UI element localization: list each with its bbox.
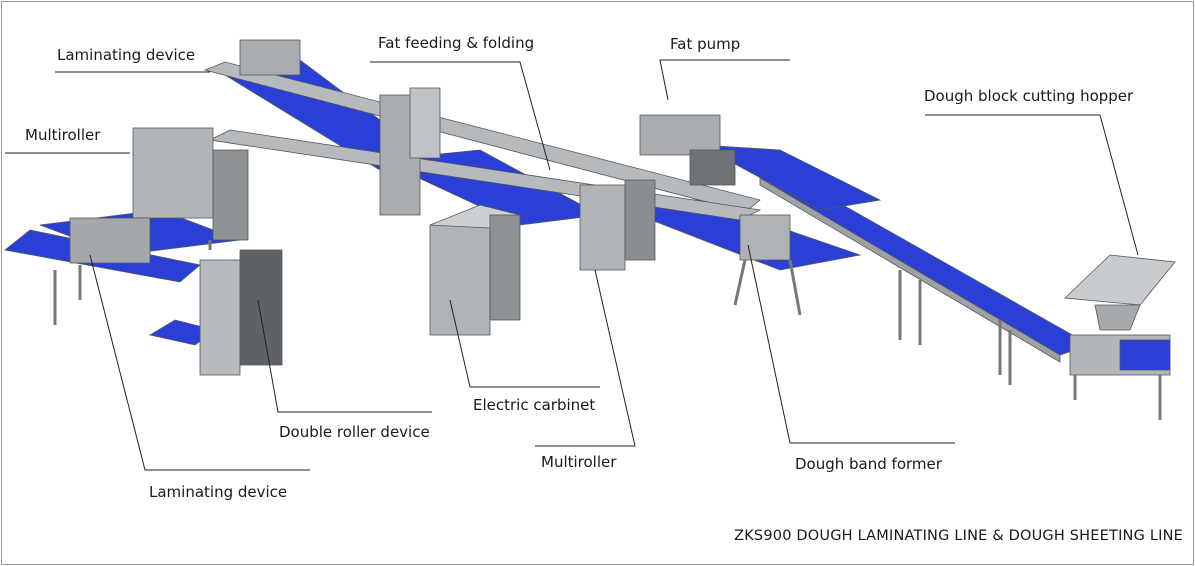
machinery bbox=[4, 39, 1176, 420]
leader-fat-feeding bbox=[370, 61, 551, 171]
leader-fat-pump bbox=[659, 59, 790, 101]
label-fat-pump: Fat pump bbox=[670, 35, 741, 53]
label-laminating-device-bottom: Laminating device bbox=[149, 483, 288, 501]
leader-double-roller bbox=[257, 299, 432, 413]
label-fat-feeding-folding: Fat feeding & folding bbox=[378, 34, 535, 52]
double-roller-box bbox=[199, 259, 241, 376]
label-electric-cabinet: Electric carbinet bbox=[473, 396, 596, 414]
label-dough-block-cutting-hopper: Dough block cutting hopper bbox=[924, 87, 1134, 105]
leader-hopper bbox=[925, 114, 1139, 256]
label-multiroller-center: Multiroller bbox=[541, 453, 617, 471]
leader-laminating-bottom bbox=[89, 254, 310, 471]
leader-dough-band-former bbox=[747, 244, 955, 444]
leader-lines bbox=[5, 59, 1139, 471]
multiroller-left-box bbox=[132, 127, 214, 219]
leader-multiroller-center bbox=[535, 269, 636, 447]
diagram-caption: ZKS900 DOUGH LAMINATING LINE & DOUGH SHE… bbox=[734, 528, 1183, 544]
label-laminating-device-top: Laminating device bbox=[57, 46, 196, 64]
label-dough-band-former: Dough band former bbox=[795, 455, 942, 473]
overhead-beam bbox=[203, 61, 761, 213]
label-multiroller-left: Multiroller bbox=[25, 126, 101, 144]
leader-electric-cabinet bbox=[449, 299, 600, 388]
label-double-roller-device: Double roller device bbox=[279, 423, 430, 441]
electric-cabinet-box bbox=[429, 224, 491, 336]
hopper bbox=[1064, 254, 1176, 420]
multiroller-center-box bbox=[579, 184, 626, 271]
